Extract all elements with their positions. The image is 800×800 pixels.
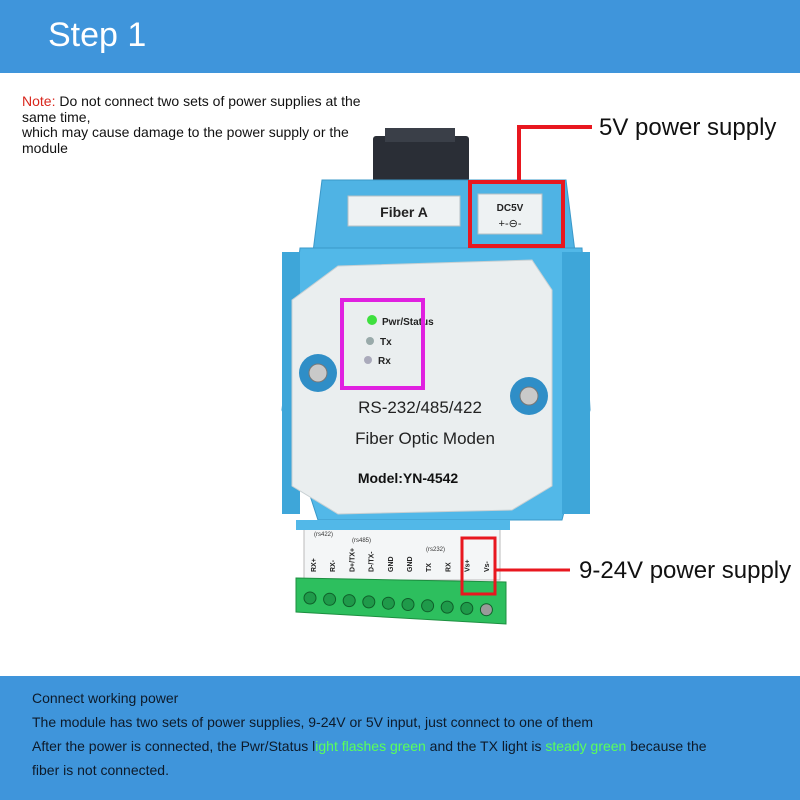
- terminal-screw: [479, 603, 493, 617]
- note-text-1: Do not connect two sets of power supplie…: [22, 93, 361, 125]
- page-title: Step 1: [48, 16, 147, 54]
- dc-label-plate: [477, 193, 543, 235]
- footer-line-1: Connect working power: [32, 690, 179, 706]
- fiber-label-plate: [347, 195, 461, 227]
- footer-line-3c: and the TX light is: [425, 738, 546, 754]
- terminal-screw: [303, 591, 317, 605]
- fiber-label: Fiber A: [380, 204, 428, 220]
- dc-label: DC5V: [497, 203, 524, 214]
- group-rs232: (rs232): [426, 547, 445, 553]
- callout-5v: 5V power supply: [599, 114, 777, 141]
- header-banner: Step 1: [0, 0, 800, 73]
- terminal-screw: [440, 600, 454, 614]
- highlight-led-box: [340, 298, 425, 390]
- footer-line-3: After the power is connected, the Pwr/St…: [32, 734, 707, 758]
- footer-line-3a: After the power is connected, the Pwr/St…: [32, 738, 316, 754]
- led-tx-label: Tx: [380, 337, 392, 348]
- terminal-screw: [381, 596, 395, 610]
- led-pwr-icon: [367, 315, 377, 325]
- group-rs422: (rs422): [314, 532, 333, 538]
- terminal-label: D-/TX-: [369, 551, 376, 572]
- footer-line-4: fiber is not connected.: [32, 762, 169, 778]
- terminal-label: TX: [426, 563, 433, 572]
- terminal-screw: [460, 601, 474, 615]
- fiber-connector: [373, 136, 469, 186]
- callout-5v-line: [517, 125, 592, 182]
- terminal-label: D+/TX+: [349, 548, 356, 572]
- callout-9-24v: 9-24V power supply: [579, 557, 792, 584]
- terminal-screw: [323, 592, 337, 606]
- terminal-block: [295, 577, 507, 625]
- terminal-screw: [421, 599, 435, 613]
- led-rx-icon: [364, 356, 372, 364]
- highlight-9-24v-box: [460, 536, 497, 596]
- footer-line-3e: because the: [626, 738, 707, 754]
- footer-line-3d: steady green: [545, 738, 627, 754]
- panel-line1: RS-232/485/422: [358, 398, 482, 417]
- terminal-screw: [401, 598, 415, 611]
- terminal-label: GND: [388, 556, 395, 572]
- led-rx-label: Rx: [378, 356, 391, 367]
- dc-polarity-icon: +-⊖-: [499, 218, 522, 230]
- terminal-label: Vs-: [484, 560, 491, 572]
- led-pwr-label: Pwr/Status: [382, 317, 434, 328]
- terminal-screw: [362, 595, 376, 609]
- led-tx-icon: [366, 337, 374, 345]
- footer-line-3b: ight flashes green: [315, 738, 426, 754]
- warning-note: Note: Do not connect two sets of power s…: [22, 93, 382, 156]
- terminal-label: RX+: [311, 558, 318, 572]
- highlight-5v-box: [468, 180, 565, 248]
- footer-banner: Connect working power The module has two…: [0, 676, 800, 800]
- footer-line-2: The module has two sets of power supplie…: [32, 714, 594, 730]
- terminal-screw: [342, 594, 356, 608]
- terminal-label: GND: [407, 556, 414, 572]
- note-text-2: which may cause damage to the power supp…: [22, 124, 349, 156]
- note-label: Note:: [22, 93, 56, 109]
- terminal-label: RX: [445, 562, 452, 572]
- panel-line2: Fiber Optic Moden: [355, 429, 495, 448]
- terminal-label: Vs+: [465, 559, 472, 572]
- group-rs485: (rs485): [352, 538, 371, 544]
- terminal-label: RX-: [330, 559, 337, 572]
- panel-model: Model:YN-4542: [358, 470, 459, 486]
